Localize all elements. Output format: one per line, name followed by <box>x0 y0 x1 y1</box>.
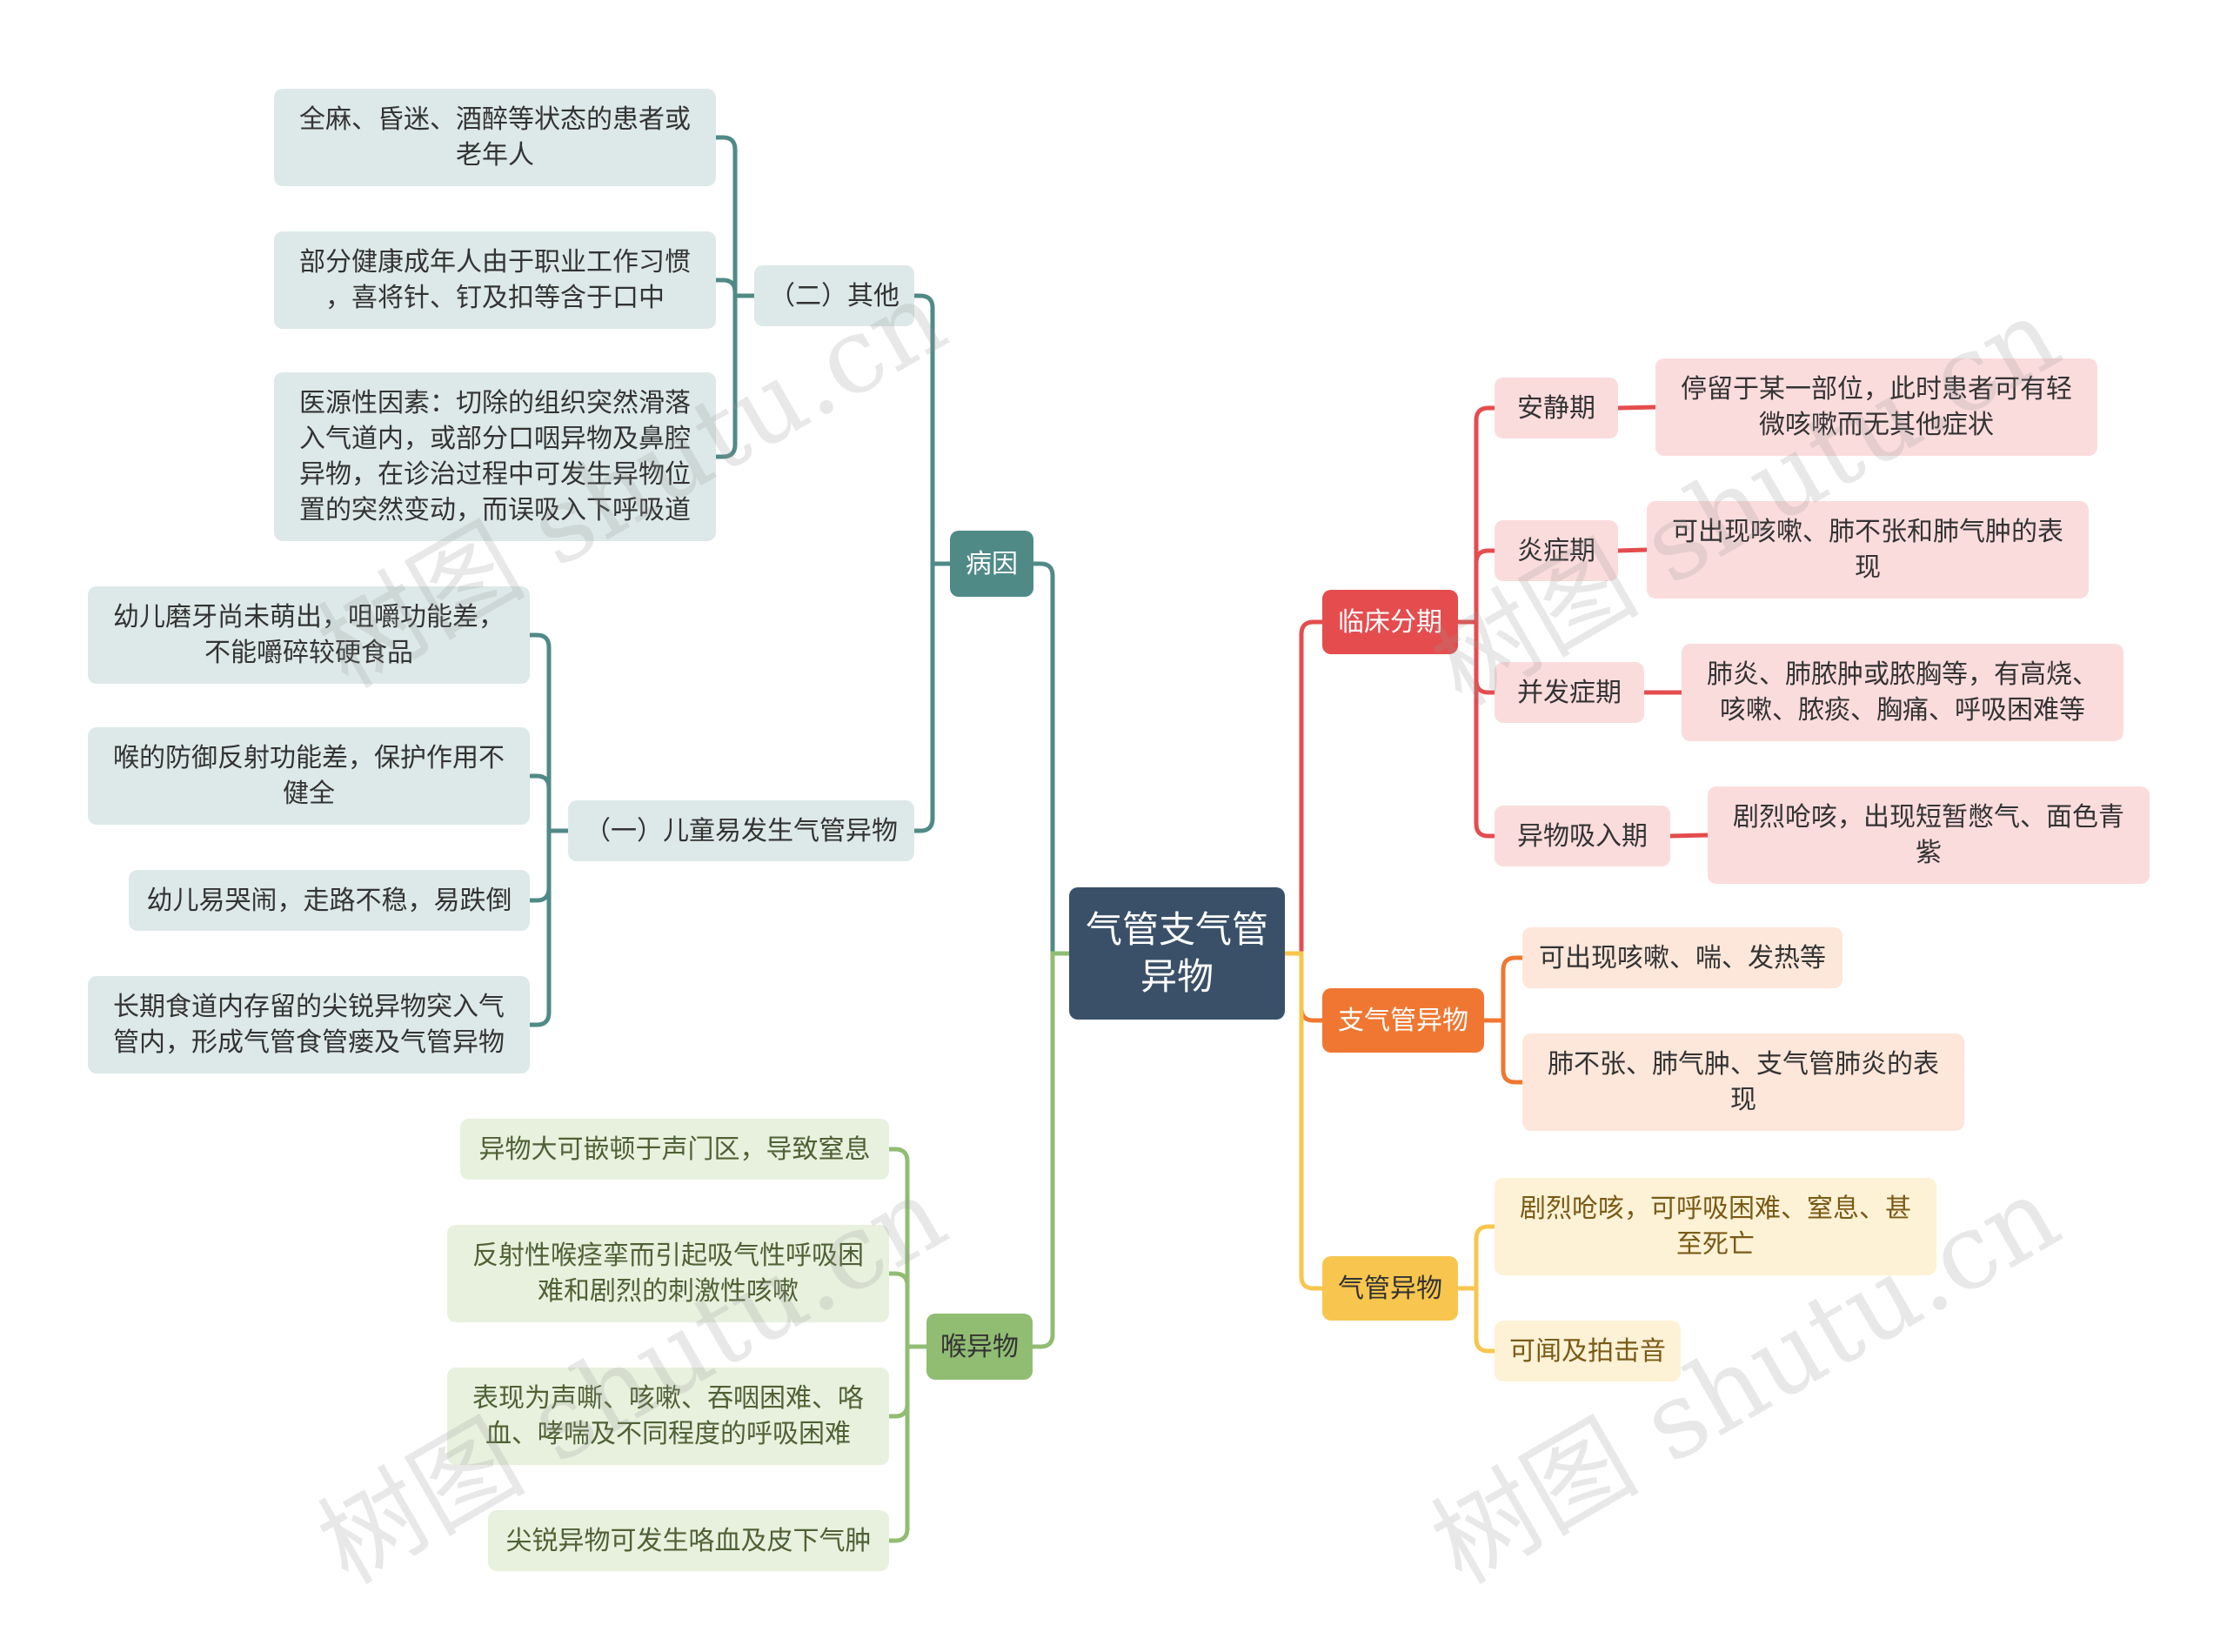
connector-line <box>1455 1224 1497 1291</box>
stage-desc[interactable]: 停留于某一部位，此时患者可有轻 微咳嗽而无其他症状 <box>1655 358 2097 456</box>
stage-label[interactable]: 并发症期 <box>1495 662 1644 723</box>
connector-line <box>1282 619 1325 956</box>
children-item[interactable]: 幼儿磨牙尚未萌出，咀嚼功能差， 不能嚼碎较硬食品 <box>88 586 530 684</box>
connector-line <box>1455 1286 1497 1354</box>
connector-line <box>912 293 953 566</box>
connector-line <box>1615 547 1649 553</box>
connector-line <box>527 828 571 1027</box>
cause-branch[interactable]: 病因 <box>950 531 1033 597</box>
connector-line <box>1031 561 1072 956</box>
connector-line <box>1282 951 1325 1291</box>
connector-line <box>912 561 953 833</box>
connector-line <box>886 1147 929 1349</box>
stage-desc[interactable]: 肺炎、肺脓肿或脓胸等，有高烧、 咳嗽、脓痰、胸痛、呼吸困难等 <box>1682 644 2123 741</box>
stage-label[interactable]: 炎症期 <box>1495 520 1618 581</box>
connector-line <box>886 1271 929 1349</box>
larynx-item[interactable]: 尖锐异物可发生咯血及皮下气肿 <box>488 1510 889 1571</box>
larynx-branch[interactable]: 喉异物 <box>926 1314 1033 1380</box>
children-item[interactable]: 长期食道内存留的尖锐异物突入气 管内，形成气管食管瘘及气管异物 <box>88 976 530 1073</box>
stage-desc[interactable]: 可出现咳嗽、肺不张和肺气肿的表 现 <box>1647 501 2089 599</box>
connector-line <box>1481 955 1525 1023</box>
stages-branch[interactable]: 临床分期 <box>1322 590 1458 654</box>
root-topic[interactable]: 气管支气管 异物 <box>1069 887 1285 1020</box>
other-item[interactable]: 医源性因素：切除的组织突然滑落 入气道内，或部分口咽异物及鼻腔 异物，在诊治过程… <box>274 372 716 541</box>
connector-line <box>713 278 757 298</box>
other-subtopic[interactable]: （二）其他 <box>754 265 914 326</box>
bronchial-branch[interactable]: 支气管异物 <box>1322 988 1484 1053</box>
children-subtopic[interactable]: （一）儿童易发生气管异物 <box>568 800 914 861</box>
bronchial-item[interactable]: 肺不张、肺气肿、支气管肺炎的表 现 <box>1522 1033 1964 1131</box>
connector-line <box>1030 951 1072 1349</box>
connector-line <box>1481 1018 1525 1085</box>
larynx-item[interactable]: 异物大可嵌顿于声门区，导致窒息 <box>460 1119 889 1180</box>
connector-line <box>886 1344 929 1543</box>
children-item[interactable]: 喉的防御反射功能差，保护作用不 健全 <box>88 727 530 825</box>
connector-line <box>1615 405 1658 411</box>
connector-line <box>1455 405 1497 625</box>
bronchial-item[interactable]: 可出现咳嗽、喘、发热等 <box>1522 927 1842 988</box>
connector-line <box>1668 833 1710 839</box>
connector-line <box>527 632 571 833</box>
tracheal-item[interactable]: 可闻及拍击音 <box>1495 1321 1681 1381</box>
connector-line <box>527 773 571 833</box>
larynx-item[interactable]: 表现为声嘶、咳嗽、吞咽困难、咯 血、哮喘及不同程度的呼吸困难 <box>447 1368 889 1465</box>
tracheal-branch[interactable]: 气管异物 <box>1322 1256 1458 1321</box>
larynx-item[interactable]: 反射性喉痉挛而引起吸气性呼吸困 难和剧烈的刺激性咳嗽 <box>447 1225 889 1322</box>
children-item[interactable]: 幼儿易哭闹，走路不稳，易跌倒 <box>129 870 530 931</box>
stage-label[interactable]: 异物吸入期 <box>1495 806 1670 866</box>
connector-line <box>1455 619 1497 839</box>
connector-line <box>713 293 757 459</box>
connector-line <box>713 135 757 298</box>
other-item[interactable]: 部分健康成年人由于职业工作习惯 ，喜将针、钉及扣等含于口中 <box>274 231 716 329</box>
connector-line <box>1455 548 1497 625</box>
other-item[interactable]: 全麻、昏迷、酒醉等状态的患者或 老年人 <box>274 89 716 186</box>
tracheal-item[interactable]: 剧烈呛咳，可呼吸困难、窒息、甚 至死亡 <box>1495 1178 1936 1275</box>
stage-desc[interactable]: 剧烈呛咳，出现短暂憋气、面色青 紫 <box>1708 786 2150 884</box>
stage-label[interactable]: 安静期 <box>1495 378 1618 438</box>
